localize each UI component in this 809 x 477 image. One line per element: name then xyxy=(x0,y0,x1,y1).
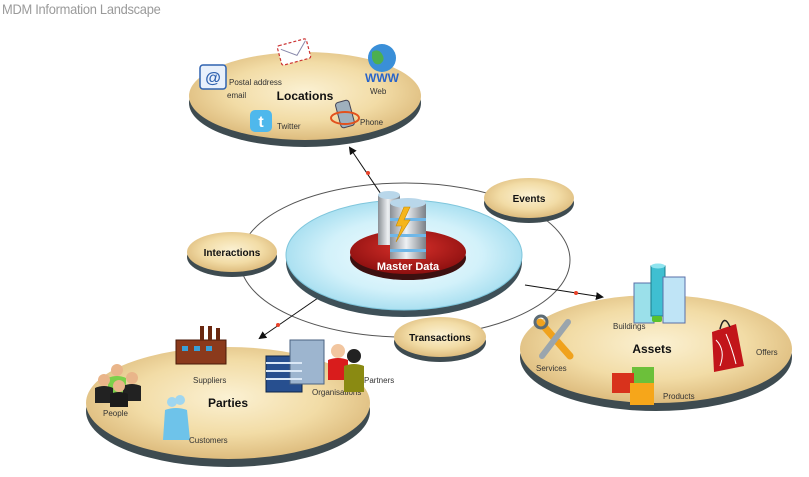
products-label: Products xyxy=(663,392,695,401)
connector-dot xyxy=(276,323,280,327)
phone-label: Phone xyxy=(360,118,384,127)
tools-wrench-icon xyxy=(533,314,574,360)
factory-icon xyxy=(175,326,227,365)
partners-people-icon xyxy=(328,344,364,392)
connector-dot xyxy=(574,291,578,295)
hub-parties[interactable]: Parties Suppliers Organisations Partners xyxy=(86,326,394,467)
twitter-label: Twitter xyxy=(277,122,301,131)
hub-assets[interactable]: Assets Buildings Services Offers Product… xyxy=(520,263,792,412)
twitter-bird-icon: t xyxy=(250,110,272,132)
events-label: Events xyxy=(513,194,546,205)
customers-icon xyxy=(163,395,190,440)
mobile-phone-icon xyxy=(330,99,360,129)
customers-label: Customers xyxy=(189,436,228,445)
svg-text:t: t xyxy=(258,114,264,131)
connector-parties xyxy=(258,297,319,340)
globe-www-icon: WWW xyxy=(365,44,400,85)
assets-label: Assets xyxy=(632,342,672,356)
interactions-label: Interactions xyxy=(204,248,261,259)
web-label: Web xyxy=(370,87,387,96)
partners-label: Partners xyxy=(364,376,394,385)
people-group-icon xyxy=(95,364,141,407)
master-data-label: Master Data xyxy=(377,261,440,273)
locations-label: Locations xyxy=(277,89,334,103)
envelope-icon xyxy=(276,38,312,66)
organisations-label: Organisations xyxy=(312,388,361,397)
svg-text:WWW: WWW xyxy=(365,71,400,85)
node-interactions[interactable]: Interactions xyxy=(187,232,277,277)
svg-text:@: @ xyxy=(205,70,221,87)
connector-locations xyxy=(348,146,386,201)
transactions-label: Transactions xyxy=(409,333,471,344)
shopping-bag-icon xyxy=(712,319,744,372)
postal-address-label: Postal address xyxy=(229,78,282,87)
hub-locations[interactable]: Locations Postal address @ email WWW Web… xyxy=(189,38,421,147)
diagram-title: MDM Information Landscape xyxy=(2,1,161,17)
offers-label: Offers xyxy=(756,348,778,357)
suppliers-label: Suppliers xyxy=(193,376,226,385)
master-data-hub[interactable]: Master Data xyxy=(285,191,523,317)
node-events[interactable]: Events xyxy=(484,178,574,223)
office-building-icon xyxy=(265,339,325,393)
node-transactions[interactable]: Transactions xyxy=(394,317,486,362)
buildings-label: Buildings xyxy=(613,322,645,331)
parties-label: Parties xyxy=(208,396,248,410)
people-label: People xyxy=(103,409,128,418)
services-label: Services xyxy=(536,364,567,373)
email-at-icon: @ xyxy=(199,64,227,90)
buildings-icon xyxy=(633,263,686,324)
product-boxes-icon xyxy=(612,367,654,405)
connector-assets xyxy=(524,284,604,301)
database-lightning-icon xyxy=(378,191,426,259)
email-label: email xyxy=(227,91,246,100)
connector-dot xyxy=(366,171,370,175)
